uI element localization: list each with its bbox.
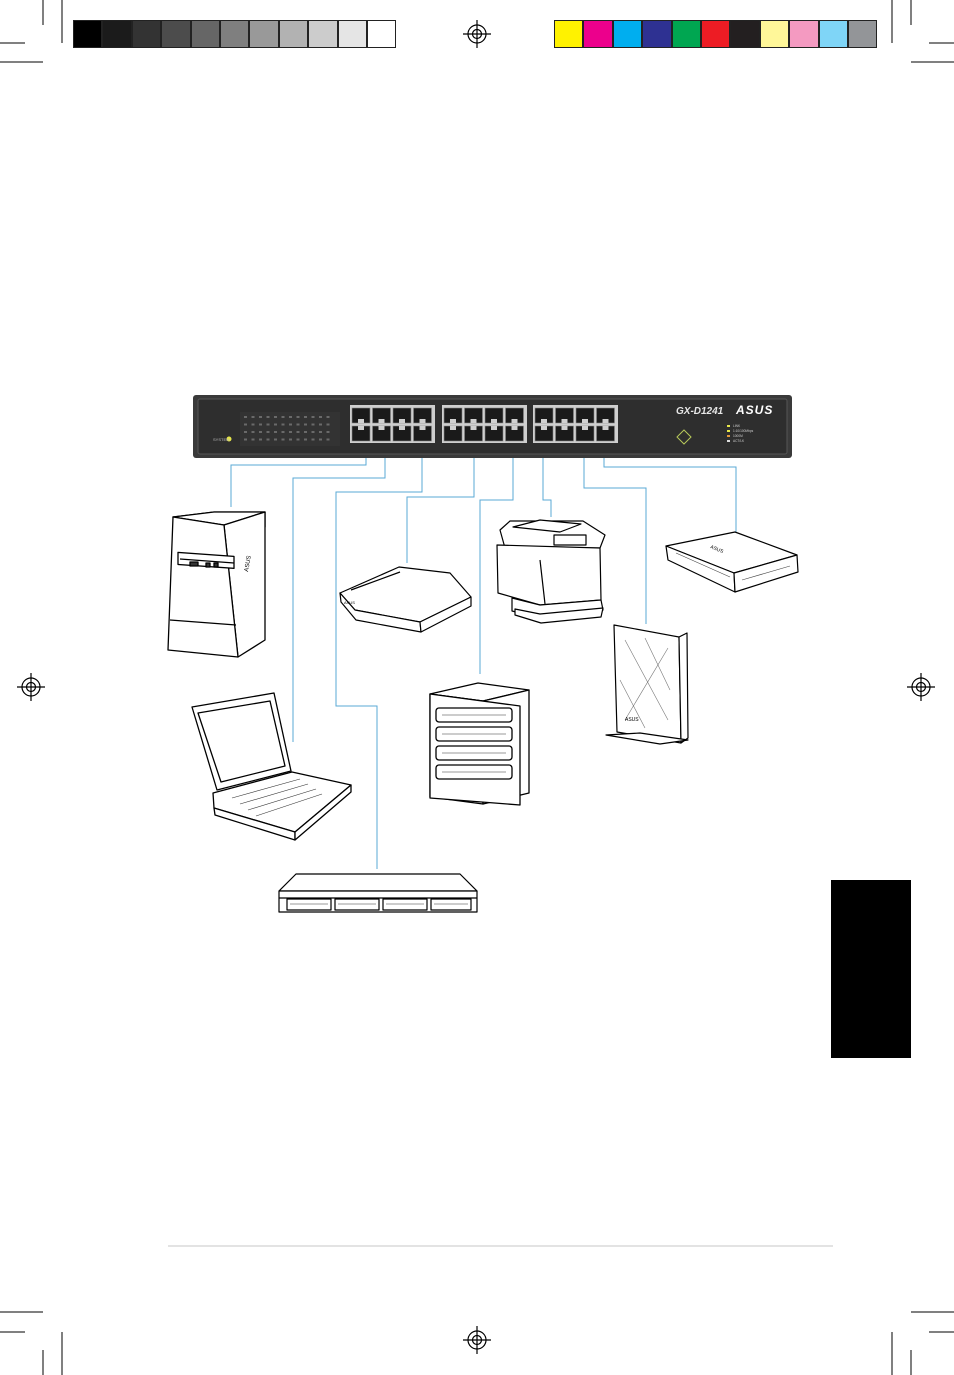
legend-row-1: LINK bbox=[733, 424, 741, 428]
port-led bbox=[267, 439, 270, 441]
port-latch bbox=[420, 426, 426, 430]
cable-rack-server bbox=[336, 442, 422, 869]
legend-row-3: 1000M bbox=[733, 434, 743, 438]
port-led bbox=[312, 431, 315, 433]
port-led bbox=[327, 431, 330, 433]
laptop-icon bbox=[0, 693, 351, 840]
gigabit-switch: SYSTEM LINK 1:10/100Mbps 1000M ACT/LK GX… bbox=[193, 395, 792, 458]
registration-mark-left bbox=[17, 673, 45, 701]
port-led bbox=[274, 431, 277, 433]
port-latch bbox=[541, 419, 547, 423]
port-led bbox=[244, 424, 247, 426]
port-led bbox=[297, 431, 300, 433]
port-led bbox=[274, 416, 277, 418]
modem-icon: ASUS bbox=[340, 567, 471, 632]
port-latch bbox=[420, 419, 426, 423]
port-led bbox=[289, 424, 292, 426]
storage-server-icon bbox=[430, 683, 529, 805]
port-latch bbox=[541, 426, 547, 430]
port-led bbox=[274, 424, 277, 426]
port-led bbox=[304, 424, 307, 426]
port-latch bbox=[471, 426, 477, 430]
port-led bbox=[274, 439, 277, 441]
port-led bbox=[312, 416, 315, 418]
port-led bbox=[252, 439, 255, 441]
port-led bbox=[259, 431, 262, 433]
port-led bbox=[282, 431, 285, 433]
port-led bbox=[282, 416, 285, 418]
port-latch bbox=[603, 426, 609, 430]
tower-computer-icon: ASUS bbox=[168, 512, 265, 657]
registration-mark-right bbox=[907, 673, 935, 701]
port-led bbox=[267, 431, 270, 433]
port-latch bbox=[450, 419, 456, 423]
port-led bbox=[244, 416, 247, 418]
port-latch bbox=[491, 419, 497, 423]
port-led bbox=[282, 439, 285, 441]
port-led bbox=[297, 416, 300, 418]
port-led bbox=[289, 431, 292, 433]
port-led bbox=[282, 424, 285, 426]
legend-row-2: 1:10/100Mbps bbox=[733, 429, 754, 433]
port-latch bbox=[582, 419, 588, 423]
port-led bbox=[259, 424, 262, 426]
port-led bbox=[267, 416, 270, 418]
port-led bbox=[252, 431, 255, 433]
port-led bbox=[252, 416, 255, 418]
port-led-grid bbox=[240, 412, 340, 446]
port-led bbox=[267, 424, 270, 426]
model-label: GX-D1241 bbox=[676, 406, 724, 417]
port-led bbox=[312, 424, 315, 426]
registration-mark-bottom bbox=[463, 1326, 491, 1354]
port-latch bbox=[582, 426, 588, 430]
port-led bbox=[259, 439, 262, 441]
port-led bbox=[319, 416, 322, 418]
port-led bbox=[304, 416, 307, 418]
port-latch bbox=[399, 419, 405, 423]
port-latch bbox=[562, 426, 568, 430]
port-led bbox=[289, 416, 292, 418]
legend-row-4: ACT/LK bbox=[733, 439, 745, 443]
port-latch bbox=[379, 419, 385, 423]
port-led bbox=[319, 439, 322, 441]
port-led bbox=[327, 439, 330, 441]
rack-server-icon bbox=[279, 874, 477, 912]
printer-icon bbox=[497, 520, 605, 623]
port-latch bbox=[358, 419, 364, 423]
router-logo: ASUS bbox=[625, 717, 639, 723]
port-led bbox=[289, 439, 292, 441]
cable-modem bbox=[407, 442, 474, 563]
registration-mark-top bbox=[463, 20, 491, 48]
port-latch bbox=[358, 426, 364, 430]
port-led bbox=[312, 439, 315, 441]
port-latch bbox=[491, 426, 497, 430]
port-led bbox=[327, 416, 330, 418]
port-latch bbox=[399, 426, 405, 430]
modem-logo: ASUS bbox=[344, 600, 355, 605]
port-led bbox=[297, 439, 300, 441]
port-latch bbox=[512, 426, 518, 430]
port-led bbox=[297, 424, 300, 426]
switch-icon: ASUS bbox=[666, 532, 798, 592]
port-led bbox=[304, 431, 307, 433]
port-led bbox=[304, 439, 307, 441]
port-led bbox=[319, 424, 322, 426]
brand-logo: ASUS bbox=[735, 403, 773, 417]
system-label: SYSTEM bbox=[213, 437, 229, 442]
port-latch bbox=[603, 419, 609, 423]
port-latch bbox=[471, 419, 477, 423]
port-led bbox=[259, 416, 262, 418]
router-icon: ASUS bbox=[606, 625, 688, 744]
port-led bbox=[319, 431, 322, 433]
port-latch bbox=[512, 419, 518, 423]
port-latch bbox=[450, 426, 456, 430]
port-led bbox=[327, 424, 330, 426]
port-led bbox=[244, 431, 247, 433]
port-latch bbox=[562, 419, 568, 423]
port-led bbox=[252, 424, 255, 426]
port-led bbox=[244, 439, 247, 441]
port-latch bbox=[379, 426, 385, 430]
